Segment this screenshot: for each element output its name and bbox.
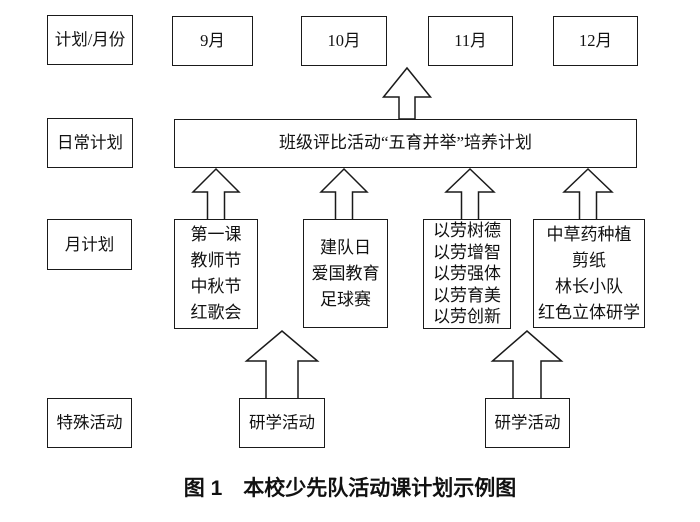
month-plan-box-3: 以劳树德 以劳增智 以劳强体 以劳育美 以劳创新	[423, 219, 511, 329]
month-box-october: 10月	[301, 16, 387, 66]
month-plan-box-2: 建队日 爱国教育 足球赛	[303, 219, 388, 328]
month-box-november: 11月	[428, 16, 513, 66]
up-arrow-top	[381, 66, 433, 120]
figure-caption-title: 本校少先队活动课计划示例图	[243, 477, 517, 500]
figure-caption-number: 图 1	[183, 477, 223, 500]
special-activity-box-1: 研学活动	[239, 398, 325, 448]
month-plan-box-1: 第一课 教师节 中秋节 红歌会	[174, 219, 258, 329]
row-label-daily-plan: 日常计划	[47, 118, 133, 168]
month-box-december: 12月	[553, 16, 638, 66]
row-label-month-plan: 月计划	[47, 219, 132, 270]
row-label-plan-month: 计划/月份	[47, 15, 133, 65]
special-activity-box-2: 研学活动	[485, 398, 570, 448]
up-arrow-bottom-1	[244, 330, 320, 400]
figure-caption: 图 1 本校少先队活动课计划示例图	[0, 473, 700, 505]
month-plan-box-4: 中草药种植 剪纸 林长小队 红色立体研学	[533, 219, 645, 328]
up-arrow-mid-2	[319, 167, 369, 221]
up-arrow-bottom-2	[490, 330, 564, 400]
row-label-special-activity: 特殊活动	[47, 398, 132, 448]
up-arrow-mid-4	[562, 167, 614, 221]
daily-plan-box: 班级评比活动“五育并举”培养计划	[174, 119, 637, 168]
up-arrow-mid-1	[191, 167, 241, 221]
up-arrow-mid-3	[444, 167, 496, 221]
month-box-september: 9月	[172, 16, 253, 66]
